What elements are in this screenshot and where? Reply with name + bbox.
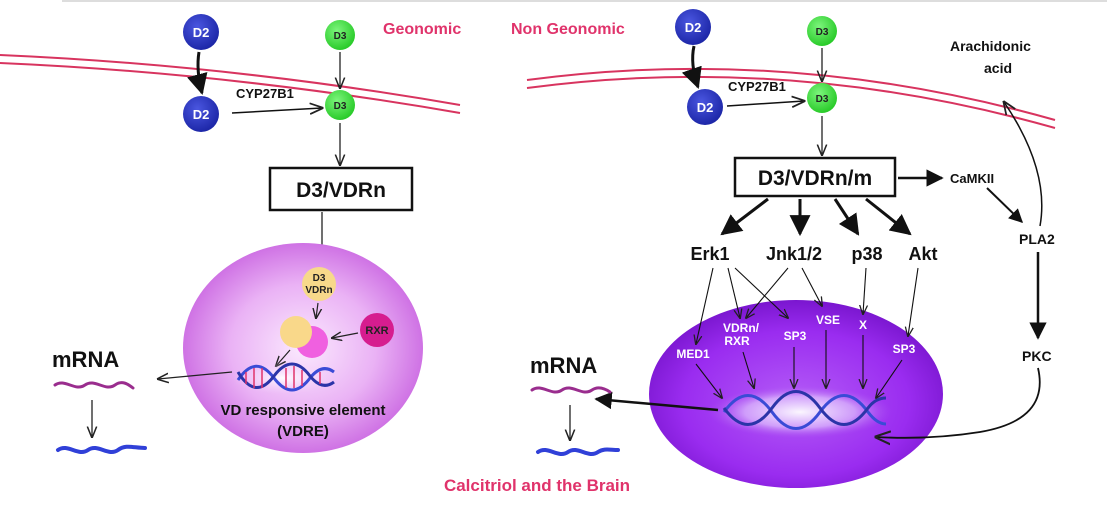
right-factor-med1: MED1 (676, 347, 710, 361)
right-d3-outside: D3 (807, 16, 837, 46)
svg-text:D3: D3 (334, 101, 347, 112)
right-pla2-label: PLA2 (1019, 231, 1055, 247)
right-enzyme-label: CYP27B1 (728, 79, 786, 94)
left-nuclear-complex: D3 VDRn (302, 267, 336, 301)
right-camkii-to-pla2-arrow (986, 187, 1024, 223)
right-d2-outside: D2 (675, 9, 711, 45)
svg-text:D2: D2 (193, 107, 210, 122)
right-factor-sp3-b: SP3 (893, 342, 916, 356)
right-kinase-erk1: Erk1 (690, 244, 729, 264)
svg-text:D3: D3 (313, 273, 326, 284)
right-kinase-p38: p38 (851, 244, 882, 264)
right-kinase-arrows (720, 197, 912, 237)
right-conversion-arrow (726, 101, 804, 106)
right-complex-box: D3/VDRn/m (733, 156, 897, 198)
right-factor-vdrn: VDRn/ (723, 321, 760, 335)
left-conversion-arrow (231, 108, 322, 113)
svg-text:RXR: RXR (365, 325, 388, 337)
left-d3-inside: D3 (325, 90, 355, 120)
svg-text:D2: D2 (685, 20, 702, 35)
right-arachidonic-label-1: Arachidonic (950, 38, 1031, 54)
left-dna-helix (233, 362, 335, 394)
heading-non-genomic: Non Geonomic (511, 21, 625, 38)
right-kinase-jnk12: Jnk1/2 (766, 244, 822, 264)
left-vdr-rxr-dimer (280, 316, 328, 358)
svg-text:D3/VDRn/m: D3/VDRn/m (758, 167, 872, 190)
right-membrane (526, 67, 1056, 129)
left-rxr: RXR (360, 313, 394, 347)
left-d3-outside: D3 (325, 20, 355, 50)
left-dna-to-mrna-arrow (158, 371, 233, 379)
footer-title: Calcitriol and the Brain (444, 476, 630, 495)
right-kinase-akt: Akt (908, 244, 937, 264)
heading-genomic: Geonomic (383, 21, 461, 38)
right-pkc-to-dna-arrow (876, 367, 1041, 438)
right-factor-sp3-a: SP3 (784, 329, 807, 343)
svg-text:D2: D2 (193, 25, 210, 40)
svg-text:D3: D3 (334, 31, 347, 42)
right-arachidonic-label-2: acid (984, 60, 1012, 76)
left-complex-box: D3/VDRn (268, 166, 414, 212)
left-rxr-arrow (332, 333, 359, 338)
left-mrna-label: mRNA (52, 347, 119, 372)
svg-text:D3: D3 (816, 27, 829, 38)
left-complex-bind-arrow (316, 302, 318, 318)
right-factor-to-dna-arrows (695, 330, 903, 398)
right-factor-rxr: RXR (724, 334, 750, 348)
left-protein-strand (56, 444, 147, 454)
right-d2-entry-arrow (681, 45, 702, 89)
left-d2-outside: D2 (183, 14, 219, 50)
left-d2-entry-arrow (187, 51, 208, 96)
svg-text:VDRn: VDRn (305, 285, 332, 296)
right-pla2-to-arachidonic-arrow (1004, 102, 1043, 227)
left-mrna-strand (53, 381, 135, 390)
right-factor-vse: VSE (816, 313, 840, 327)
left-element-label-2: (VDRE) (277, 423, 329, 440)
svg-text:D3: D3 (816, 94, 829, 105)
right-d3-inside: D3 (807, 83, 837, 113)
left-membrane (0, 54, 461, 114)
left-enzyme-label: CYP27B1 (236, 86, 294, 101)
left-d2-inside: D2 (183, 96, 219, 132)
svg-text:D3/VDRn: D3/VDRn (296, 179, 386, 202)
right-factor-x: X (859, 318, 867, 332)
right-dna-to-mrna-arrow (594, 391, 719, 412)
right-mrna-label: mRNA (530, 353, 597, 378)
right-protein-strand (536, 447, 620, 456)
svg-text:D2: D2 (697, 100, 714, 115)
right-mrna-strand (530, 386, 612, 394)
left-element-label-1: VD responsive element (220, 402, 385, 419)
right-pkc-label: PKC (1022, 348, 1052, 364)
right-d2-inside: D2 (687, 89, 723, 125)
right-camkii-label: CaMKII (950, 171, 994, 186)
right-dna-helix (708, 386, 892, 438)
right-kinase-to-factor-arrows (696, 267, 919, 344)
